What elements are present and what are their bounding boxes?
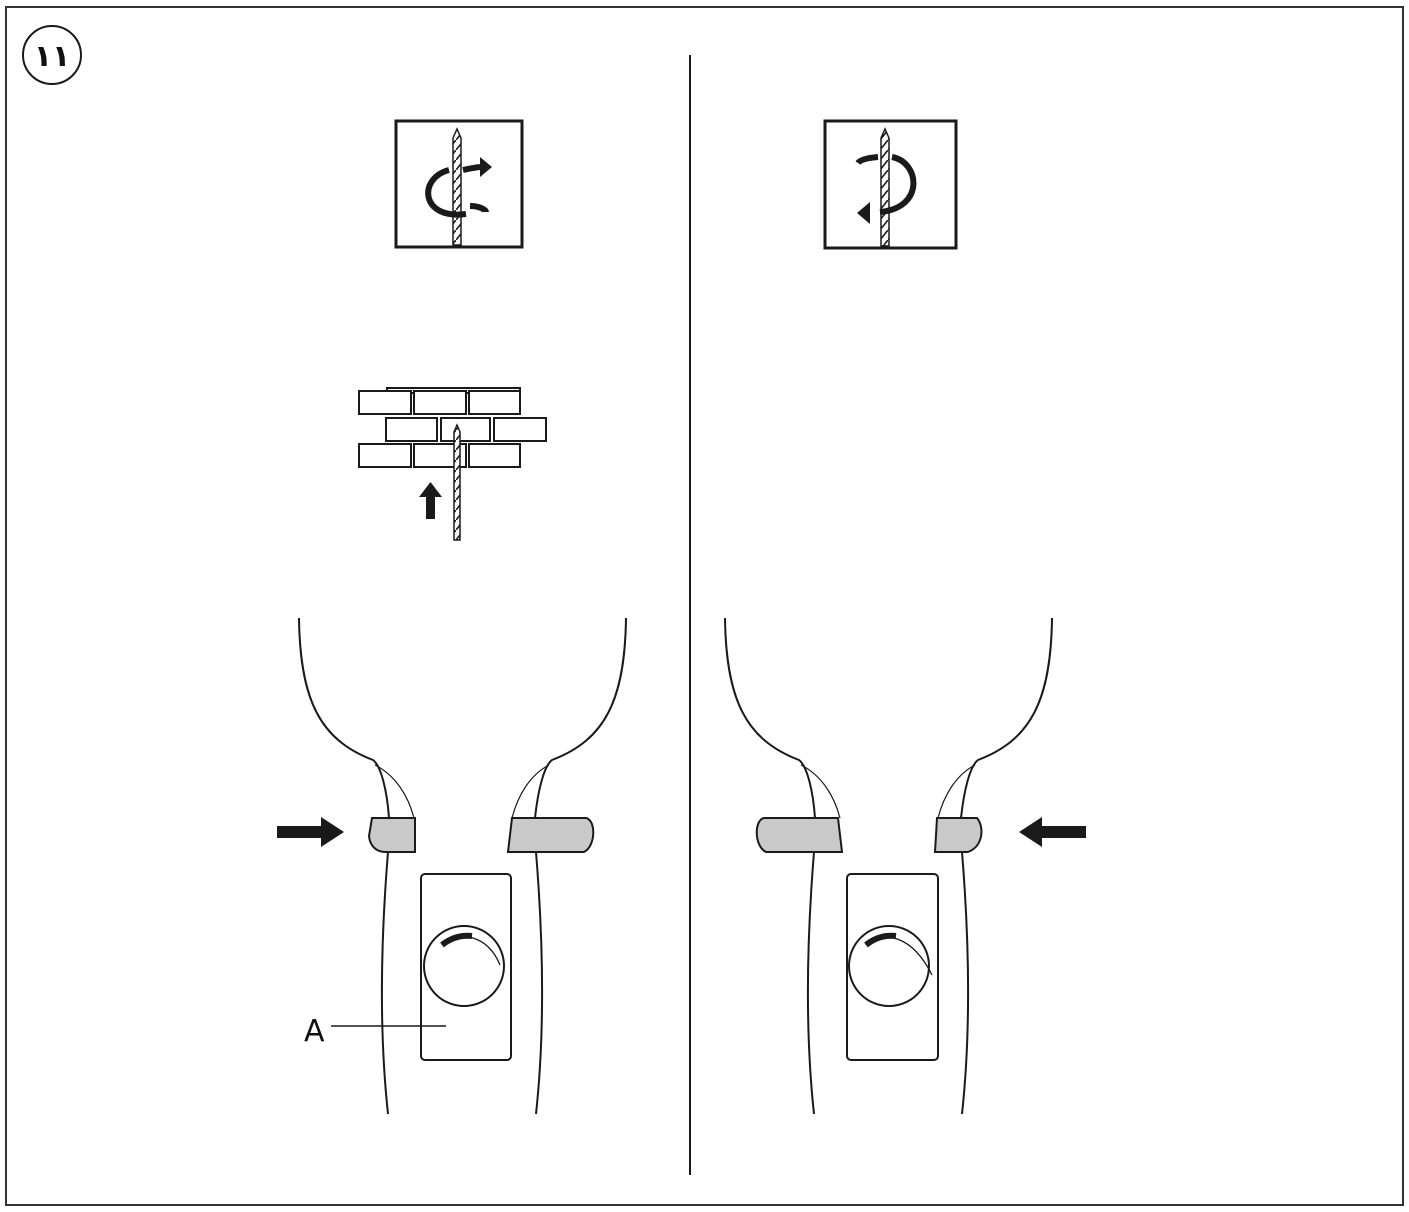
left-collar-right <box>755 817 844 853</box>
left-collar-left <box>367 817 416 853</box>
step-circle <box>22 25 82 85</box>
direction-switch-left <box>420 873 512 1061</box>
step-number: ١١ <box>34 39 71 74</box>
clockwise-rotation-icon <box>394 119 524 249</box>
push-left-arrow-icon <box>1019 817 1086 847</box>
direction-switch-right <box>846 873 939 1061</box>
brick-wall-drill-icon <box>358 387 547 541</box>
push-right-arrow-icon <box>277 817 344 847</box>
drill-body-right <box>724 617 1053 1115</box>
right-collar-right <box>933 817 983 853</box>
diagram-frame <box>5 6 1404 1206</box>
step-badge: ١١ <box>22 25 82 85</box>
counterclockwise-rotation-icon <box>823 119 958 250</box>
right-collar-left <box>506 817 595 853</box>
drill-body-left <box>298 617 627 1115</box>
push-up-arrow-icon <box>419 482 442 519</box>
label-a: A <box>304 1014 325 1049</box>
